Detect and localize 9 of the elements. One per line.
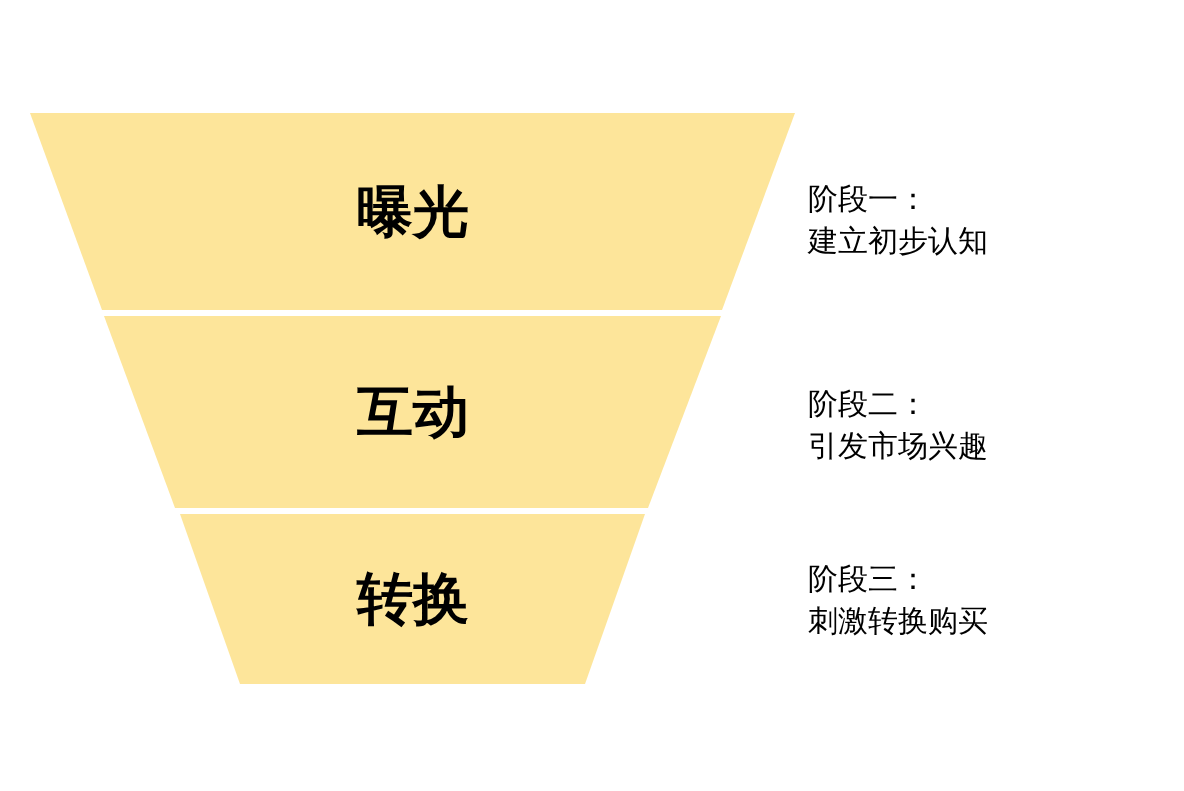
stage-label: 阶段二： (808, 385, 929, 423)
stage-label: 阶段一： (808, 180, 929, 218)
stage-title: 互动 (356, 378, 469, 446)
stage-title: 转换 (356, 565, 469, 633)
stage-description: 建立初步认知 (808, 221, 988, 259)
stage-title: 曝光 (356, 177, 469, 246)
stage-description: 刺激转换购买 (808, 601, 988, 639)
stage-label: 阶段三： (808, 560, 929, 598)
stage-description: 引发市场兴趣 (808, 426, 988, 464)
